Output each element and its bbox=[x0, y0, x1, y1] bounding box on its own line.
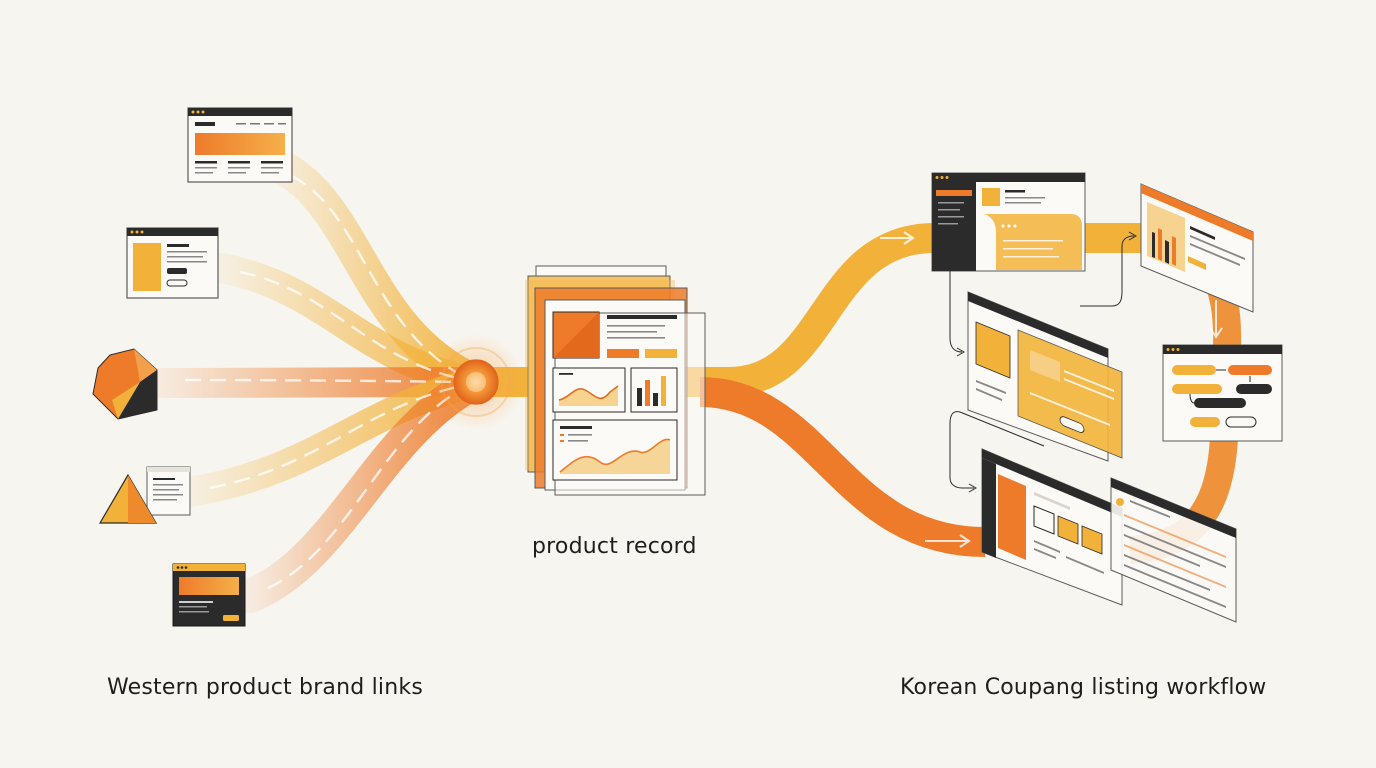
connector-product-to-catalog bbox=[949, 411, 1045, 489]
hub-label: product record bbox=[532, 534, 697, 559]
catalog-window-icon bbox=[981, 448, 1123, 606]
ribbon-orange bbox=[699, 377, 986, 557]
ribbon-amber-arrow bbox=[880, 231, 915, 245]
connector-listing-to-product bbox=[949, 268, 963, 353]
triangle-document-icon bbox=[98, 466, 191, 524]
polyhedron-icon bbox=[92, 348, 158, 420]
chart-window-icon bbox=[1140, 183, 1254, 313]
product-window-icon bbox=[967, 291, 1123, 462]
listing-window-icon bbox=[931, 172, 1086, 272]
stream-3-flow bbox=[184, 378, 469, 384]
dark-browser-window-icon bbox=[172, 563, 246, 627]
browser-window-icon bbox=[126, 227, 219, 299]
destination-label: Korean Coupang listing workflow bbox=[900, 675, 1267, 700]
source-icons bbox=[92, 107, 293, 627]
hub-node bbox=[428, 334, 524, 430]
browser-window-icon bbox=[187, 107, 293, 183]
stream-2-flow bbox=[239, 270, 471, 383]
connector-listing-to-chart bbox=[1080, 235, 1135, 307]
destination-windows bbox=[931, 172, 1283, 623]
flowchart-window-icon bbox=[1162, 344, 1283, 442]
table-window-icon bbox=[1110, 477, 1237, 623]
connector-arrows bbox=[949, 231, 1138, 493]
ribbon-orange-arrow bbox=[925, 534, 971, 548]
ribbon-amber bbox=[485, 223, 1150, 397]
document-stack-icon bbox=[525, 265, 706, 496]
ribbon-loop-arrow bbox=[1209, 300, 1223, 339]
sources-label: Western product brand links bbox=[107, 675, 423, 700]
